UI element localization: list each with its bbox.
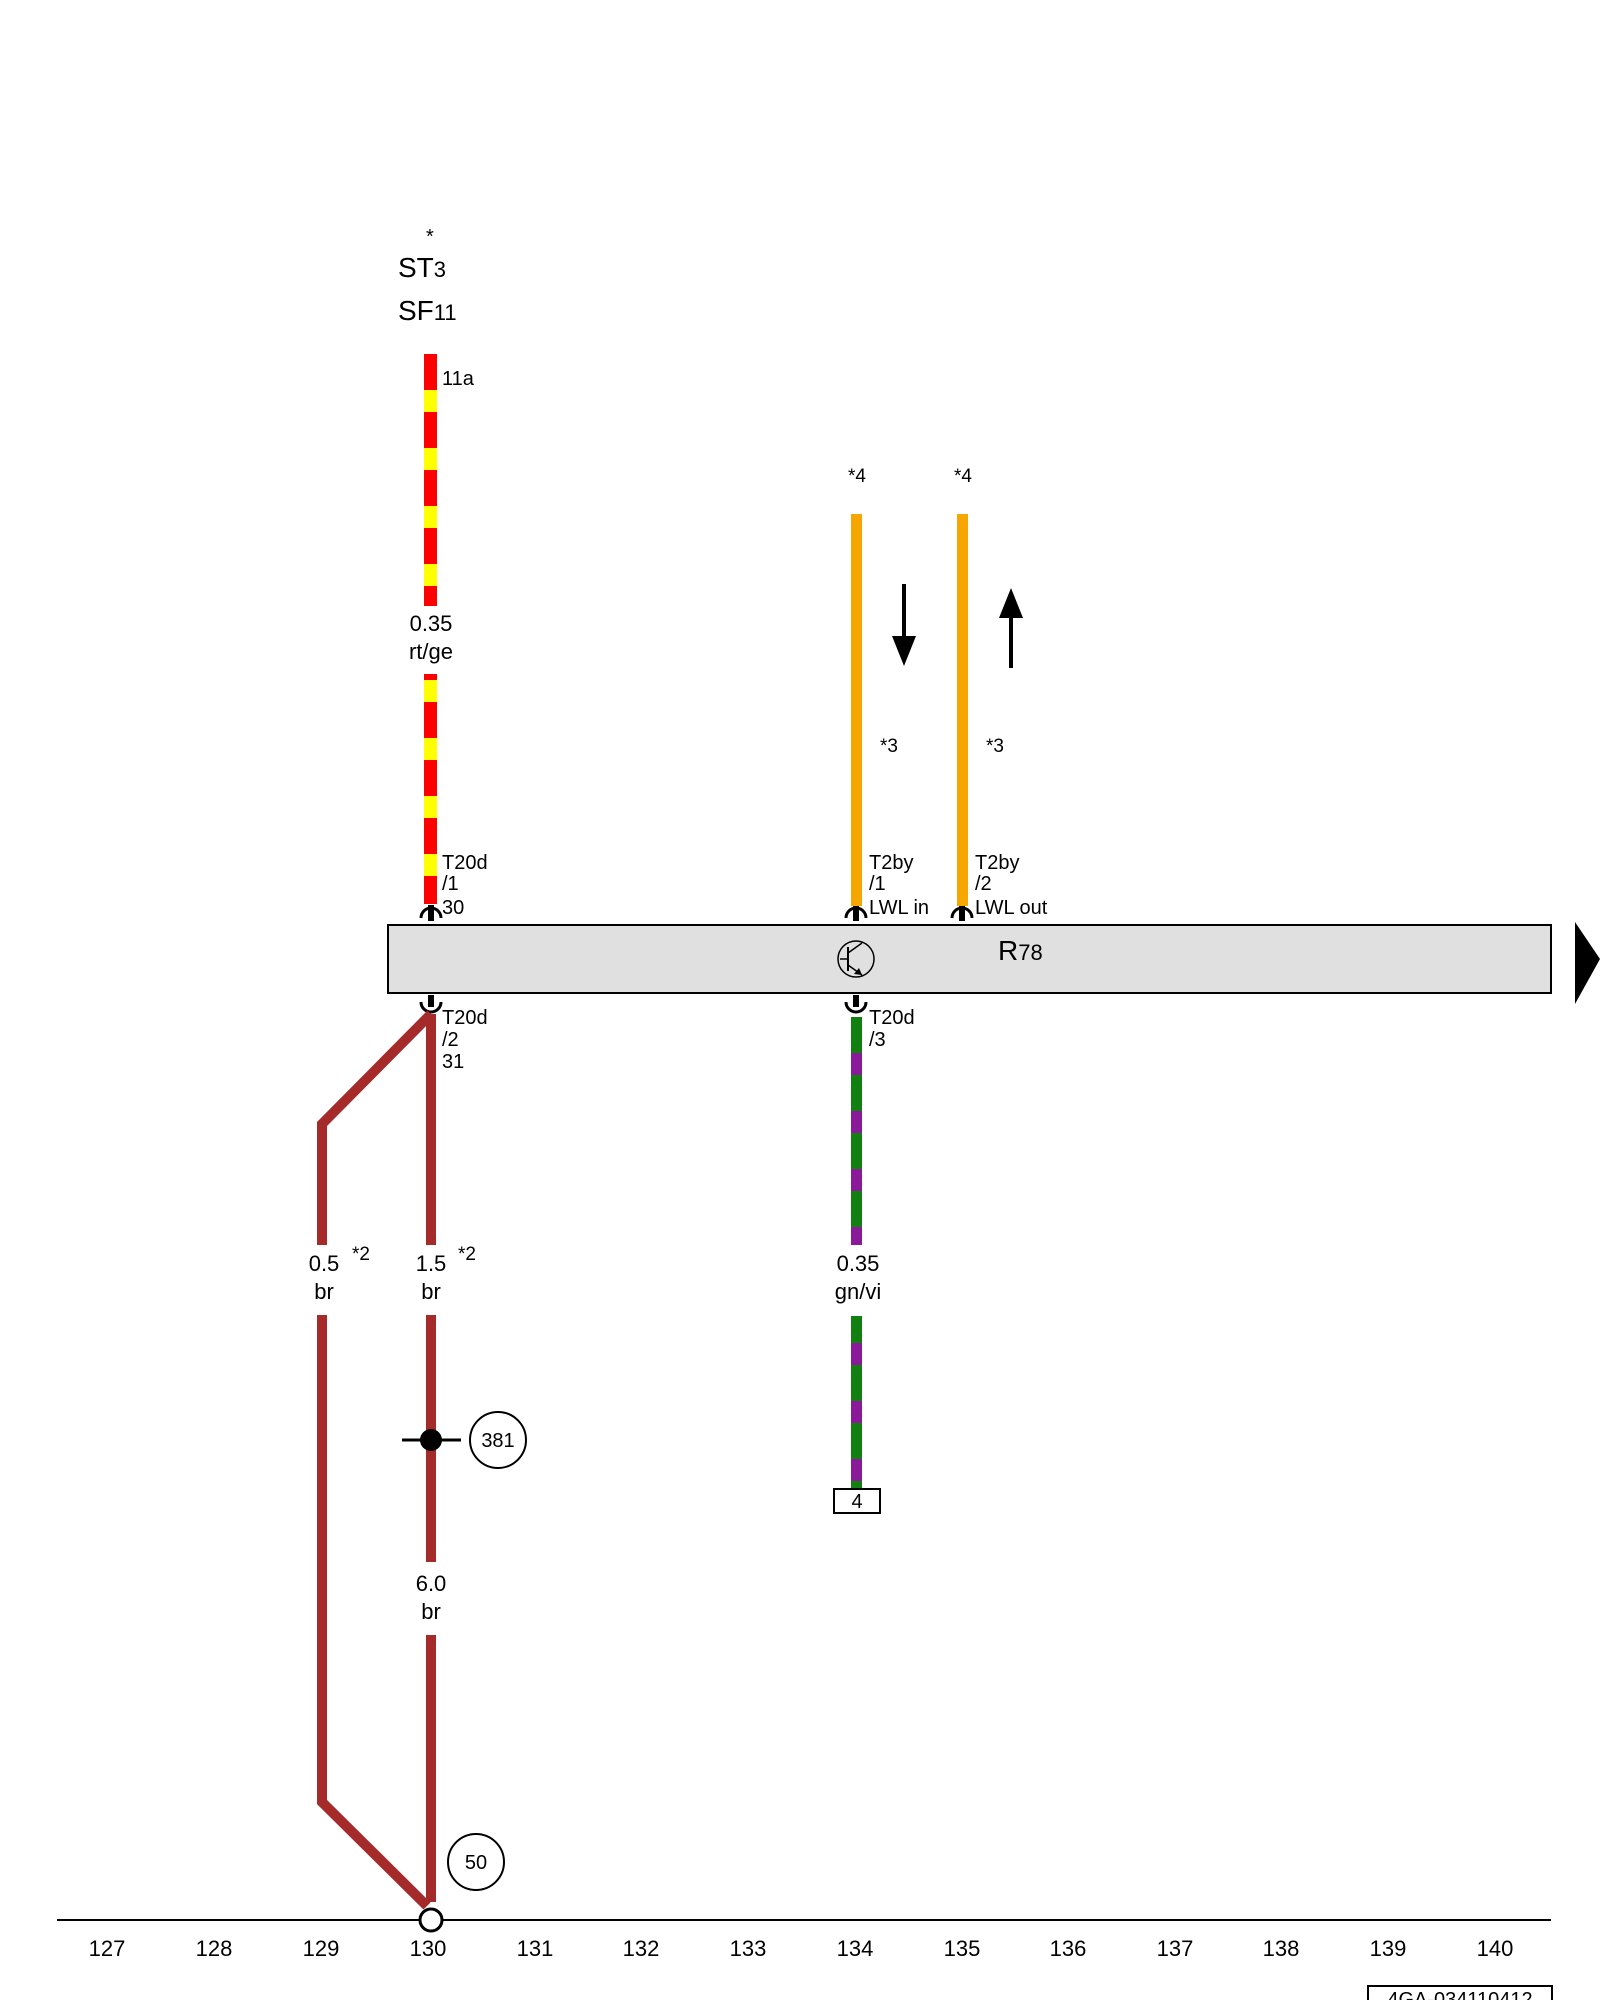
signal-wire-upper <box>851 1017 862 1245</box>
ground-wire-mid-color: br <box>421 1279 441 1304</box>
ground-wire-left-color: br <box>314 1279 334 1304</box>
continuation-arrow-icon <box>1575 922 1600 1004</box>
ground-point-badge <box>447 1833 505 1891</box>
ground-junction-number: 381 <box>481 1430 514 1452</box>
axis-number: 133 <box>730 1936 767 1961</box>
connector-t2by-1-name: T2by <box>869 852 913 874</box>
fiber-out-wire <box>957 514 968 906</box>
axis-number: 129 <box>303 1936 340 1961</box>
fiber-out-note-top: *4 <box>954 466 972 487</box>
arrow-down-icon <box>892 584 916 666</box>
fuse-asterisk: * <box>426 226 434 248</box>
axis-number: 136 <box>1050 1936 1087 1961</box>
connector-t20d-3-name: T20d <box>869 1007 915 1029</box>
connector-t20d-2-name: T20d <box>442 1007 488 1029</box>
connector-t2by-2-name: T2by <box>975 852 1019 874</box>
axis-number: 139 <box>1370 1936 1407 1961</box>
fiber-in-wire <box>851 514 862 906</box>
fuse-sf-label: SF11 <box>398 295 457 326</box>
connector-t2by-2-pin: /2 <box>975 873 992 895</box>
signal-wire-color: gn/vi <box>835 1279 881 1304</box>
connector-t20d-3-symbol <box>844 1001 868 1014</box>
ground-wire-left-lower <box>317 1315 431 1910</box>
ground-terminal <box>418 1907 444 1933</box>
connector-t20d-1-term: 30 <box>442 897 464 919</box>
footer-id-text: 4GA-034110412 <box>1387 1989 1532 2000</box>
connector-t20d-2-symbol <box>419 1001 443 1014</box>
signal-wire-lower <box>851 1316 862 1490</box>
component-r78-box <box>387 924 1552 994</box>
axis-number: 135 <box>944 1936 981 1961</box>
transistor-icon <box>837 940 875 978</box>
axis-number: 128 <box>196 1936 233 1961</box>
component-r78-label: R78 <box>998 935 1043 966</box>
axis-number: 134 <box>837 1936 874 1961</box>
axis-number: 138 <box>1263 1936 1300 1961</box>
arrow-up-icon <box>999 588 1023 668</box>
connector-t20d-2-term: 31 <box>442 1051 464 1073</box>
signal-wire-size: 0.35 <box>837 1251 880 1276</box>
connector-t20d-3-pin: /3 <box>869 1029 886 1051</box>
reference-box-label: 4 <box>851 1491 862 1513</box>
feed-wire-lower <box>424 674 437 904</box>
feed-wire-color: rt/ge <box>409 639 453 664</box>
ground-wire-mid-note: *2 <box>458 1244 476 1265</box>
footer-id-box <box>1367 1985 1553 2000</box>
connector-t2by-2-term: LWL out <box>975 897 1048 919</box>
connector-t20d-1-pin: /1 <box>442 873 459 895</box>
feed-wire-upper <box>424 354 437 606</box>
connector-t2by-1-term: LWL in <box>869 897 929 919</box>
axis-number: 131 <box>517 1936 554 1961</box>
ground-wire-left-note: *2 <box>352 1244 370 1265</box>
ground-wire-mid-size: 1.5 <box>416 1251 447 1276</box>
ground-wire-main-size: 6.0 <box>416 1571 447 1596</box>
axis-number: 137 <box>1157 1936 1194 1961</box>
connector-t2by-1-pin: /1 <box>869 873 886 895</box>
fiber-out-note-mid: *3 <box>986 736 1004 757</box>
fuse-st-label: ST3 <box>398 252 446 283</box>
ground-junction-dot <box>420 1429 442 1451</box>
axis-number: 127 <box>89 1936 126 1961</box>
ground-point-number: 50 <box>465 1852 487 1874</box>
axis-number: 132 <box>623 1936 660 1961</box>
axis-number: 140 <box>1477 1936 1514 1961</box>
ground-wire-left-size: 0.5 <box>309 1251 340 1276</box>
fiber-in-note-top: *4 <box>848 466 866 487</box>
axis-number: 130 <box>410 1936 447 1961</box>
fiber-in-note-mid: *3 <box>880 736 898 757</box>
ground-wire-left-upper <box>317 1010 435 1245</box>
fuse-pin-label: 11a <box>442 368 475 390</box>
connector-t20d-2-pin: /2 <box>442 1029 459 1051</box>
ground-junction-badge <box>469 1411 527 1469</box>
axis-numbers: 127 128 129 130 131 132 133 134 135 136 … <box>89 1936 1514 1961</box>
ground-wire-main-color: br <box>421 1599 441 1624</box>
feed-wire-size: 0.35 <box>410 611 453 636</box>
connector-t20d-1-name: T20d <box>442 852 488 874</box>
reference-box <box>833 1488 881 1514</box>
